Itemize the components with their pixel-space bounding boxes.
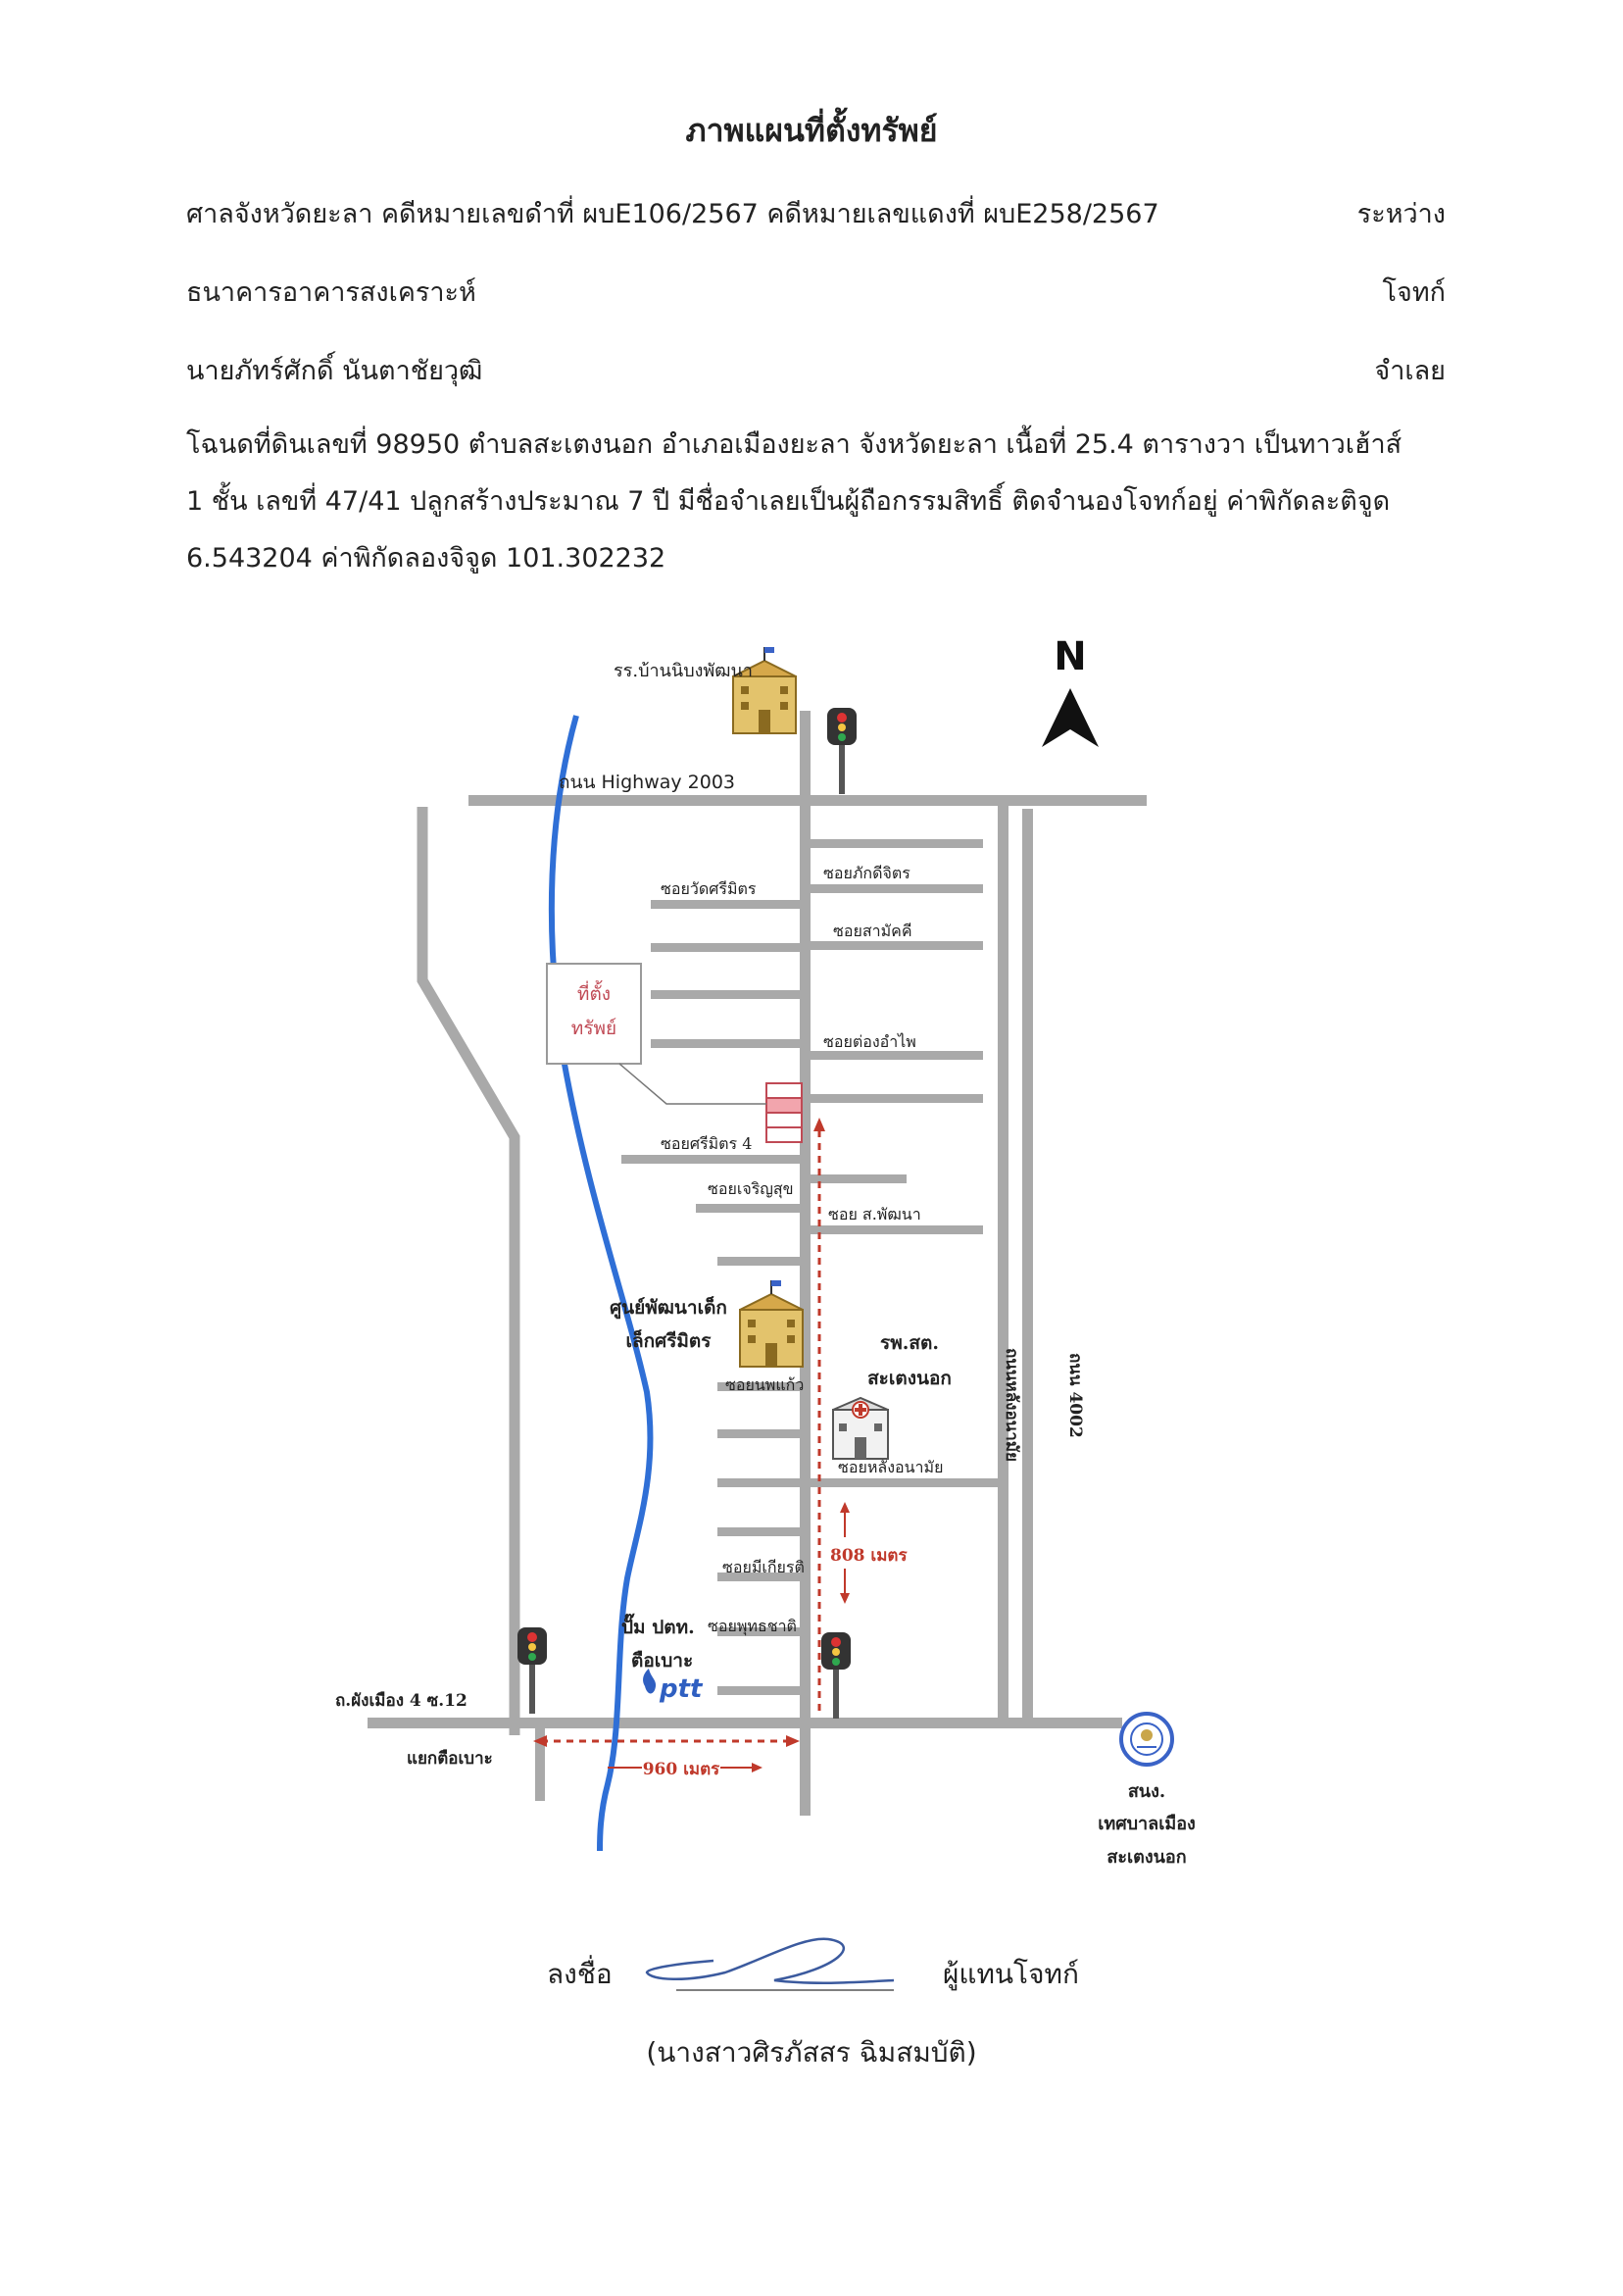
soi-left-12: [717, 1572, 800, 1581]
description-line-1: โฉนดที่ดินเลขที่ 98950 ตำบลสะเตงนอก อำเภ…: [186, 429, 1402, 460]
municipality-label-line-1: สนง.: [1128, 1781, 1165, 1802]
road-bottom-stub: [800, 1722, 811, 1816]
soi-left-5: [621, 1155, 800, 1164]
hospital-label-line-1: รพ.สต.: [880, 1332, 939, 1354]
traffic-light-left-icon: [517, 1627, 547, 1714]
property-block: [765, 1082, 803, 1143]
roads: [368, 711, 1147, 1816]
sign-label: ลงชื่อ: [547, 1958, 613, 1990]
soi-right-5: [811, 1094, 983, 1103]
soi-charoen-suk-label: ซอยเจริญสุข: [708, 1179, 794, 1199]
soi-right-1: [811, 839, 983, 848]
soi-right-2: [811, 884, 983, 893]
property-label-line-1: ที่ตั้ง: [577, 980, 611, 1005]
soi-left-7: [717, 1257, 800, 1266]
hospital-label-line-2: สะเตงนอก: [867, 1368, 952, 1389]
road-left-curve: [417, 807, 520, 1735]
court-line-row: ศาลจังหวัดยะลา คดีหมายเลขดำที่ ผบE106/25…: [186, 192, 1446, 234]
soi-left-4: [651, 1039, 800, 1048]
signer-printed-name: (นางสาวศิรภัสสร ฉิมสมบัติ): [646, 2036, 977, 2069]
distance-vertical-marker: [813, 1118, 850, 1711]
soi-right-4: [811, 1051, 983, 1060]
river: [548, 715, 654, 1852]
plaintiff-name: ธนาคารอาคารสงเคราะห์: [186, 277, 476, 308]
defendant-label: จำเลย: [1374, 356, 1446, 386]
soi-left-3: [651, 990, 800, 999]
soi-phuttha-chat-label: ซอยพุทธชาติ: [708, 1617, 797, 1636]
road-4002-label: ถนน 4002: [1065, 1353, 1085, 1438]
court-case-line: ศาลจังหวัดยะลา คดีหมายเลขดำที่ ผบE106/25…: [186, 199, 1159, 229]
soi-left-13: [717, 1627, 800, 1636]
property-description: โฉนดที่ดินเลขที่ 98950 ตำบลสะเตงนอก อำเภ…: [186, 417, 1451, 587]
child-center-label-line-1: ศูนย์พัฒนาเด็ก: [610, 1295, 727, 1320]
soi-mi-kiat-label: ซอยมีเกียรติ: [722, 1558, 805, 1576]
ptt-label-line-1: ปั๊ม ปตท.: [621, 1613, 695, 1638]
between-label: ระหว่าง: [1356, 199, 1446, 229]
distance-vertical-label: 808 เมตร: [830, 1546, 908, 1566]
road-lang-anamai-label: ถนนหลังอนามัย: [1002, 1348, 1021, 1462]
road-left-lower: [535, 1722, 545, 1801]
road-main-vertical: [800, 711, 811, 1814]
defendant-row: นายภัทร์ศักดิ์ นันตาชัยวุฒิ จำเลย: [186, 349, 1446, 391]
north-label: N: [1054, 634, 1086, 679]
soi-wat-sirimit-label: ซอยวัดศรีมิตร: [661, 879, 757, 898]
soi-phakdi-jit-label: ซอยภักดีจิตร: [823, 864, 910, 882]
ptt-logo-icon: ptt: [643, 1669, 704, 1704]
traffic-light-right-icon: [821, 1632, 851, 1719]
soi-sirimit-4-label: ซอยศรีมิตร 4: [661, 1134, 752, 1153]
soi-sor-phatthana-label: ซอย ส.พัฒนา: [828, 1205, 921, 1223]
role-label: ผู้แทนโจทก์: [943, 1958, 1079, 1990]
soi-right-7: [811, 1225, 983, 1234]
soi-left-14: [717, 1686, 800, 1695]
school-label: รร.บ้านนิบงพัฒนา: [614, 661, 753, 681]
plaintiff-label: โจทก์: [1382, 277, 1446, 308]
document-title: ภาพแผนที่ตั้งทรัพย์: [685, 112, 938, 149]
distance-horizontal-marker: [533, 1735, 800, 1772]
signature-drawing: [645, 1937, 895, 1984]
ptt-logo-text: ptt: [659, 1674, 704, 1704]
soi-left-1: [651, 900, 800, 909]
soi-left-10: [717, 1478, 800, 1487]
soi-left-11: [717, 1527, 800, 1536]
soi-left-6: [696, 1204, 800, 1213]
soi-tong-amphai-label: ซอยต่องอำไพ: [823, 1032, 916, 1051]
child-center-label-line-2: เล็กศรีมิตร: [626, 1328, 713, 1352]
description-line-2: 1 ชั้น เลขที่ 47/41 ปลูกสร้างประมาณ 7 ปี…: [186, 486, 1391, 517]
soi-right-3: [811, 941, 983, 950]
road-phang-mueang-label: ถ.ผังเมือง 4 ซ.12: [335, 1690, 467, 1711]
north-arrow-icon: [1042, 688, 1099, 747]
soi-lang-anamai-label: ซอยหลังอนามัย: [838, 1458, 943, 1476]
municipality-seal-icon: [1119, 1712, 1174, 1767]
plaintiff-row: ธนาคารอาคารสงเคราะห์ โจทก์: [186, 271, 1446, 313]
property-label-line-2: ทรัพย์: [571, 1018, 616, 1039]
highway-label: ถนน Highway 2003: [559, 772, 735, 793]
defendant-name: นายภัทร์ศักดิ์ นันตาชัยวุฒิ: [186, 356, 483, 386]
property-leader-line: [618, 1063, 766, 1105]
soi-left-9: [717, 1429, 800, 1438]
soi-samakkhi-label: ซอยสามัคคี: [833, 922, 912, 940]
school-building-icon: [732, 647, 797, 734]
description-line-3: 6.543204 ค่าพิกัดลองจิจูด 101.302232: [186, 543, 666, 574]
soi-left-2: [651, 943, 800, 952]
road-bottom-main: [368, 1718, 1122, 1728]
child-center-building-icon: [739, 1280, 804, 1368]
distance-horizontal-label: 960 เมตร: [643, 1760, 720, 1779]
municipality-label-line-2: เทศบาลเมือง: [1098, 1814, 1196, 1834]
traffic-light-top-icon: [827, 708, 857, 794]
road-4002: [1022, 809, 1033, 1722]
junction-label: แยกตือเบาะ: [407, 1748, 493, 1769]
municipality-label-line-3: สะเตงนอก: [1107, 1847, 1186, 1868]
soi-nophakao-label: ซอยนพแก้ว: [725, 1375, 804, 1394]
road-lang-anamai: [998, 799, 1008, 1722]
soi-left-8: [717, 1382, 800, 1391]
ptt-label-line-2: ตือเบาะ: [631, 1650, 693, 1672]
soi-right-6: [811, 1174, 907, 1183]
hospital-building-icon: [832, 1396, 889, 1460]
soi-right-8: [811, 1478, 998, 1487]
property-label-box: [546, 963, 642, 1065]
